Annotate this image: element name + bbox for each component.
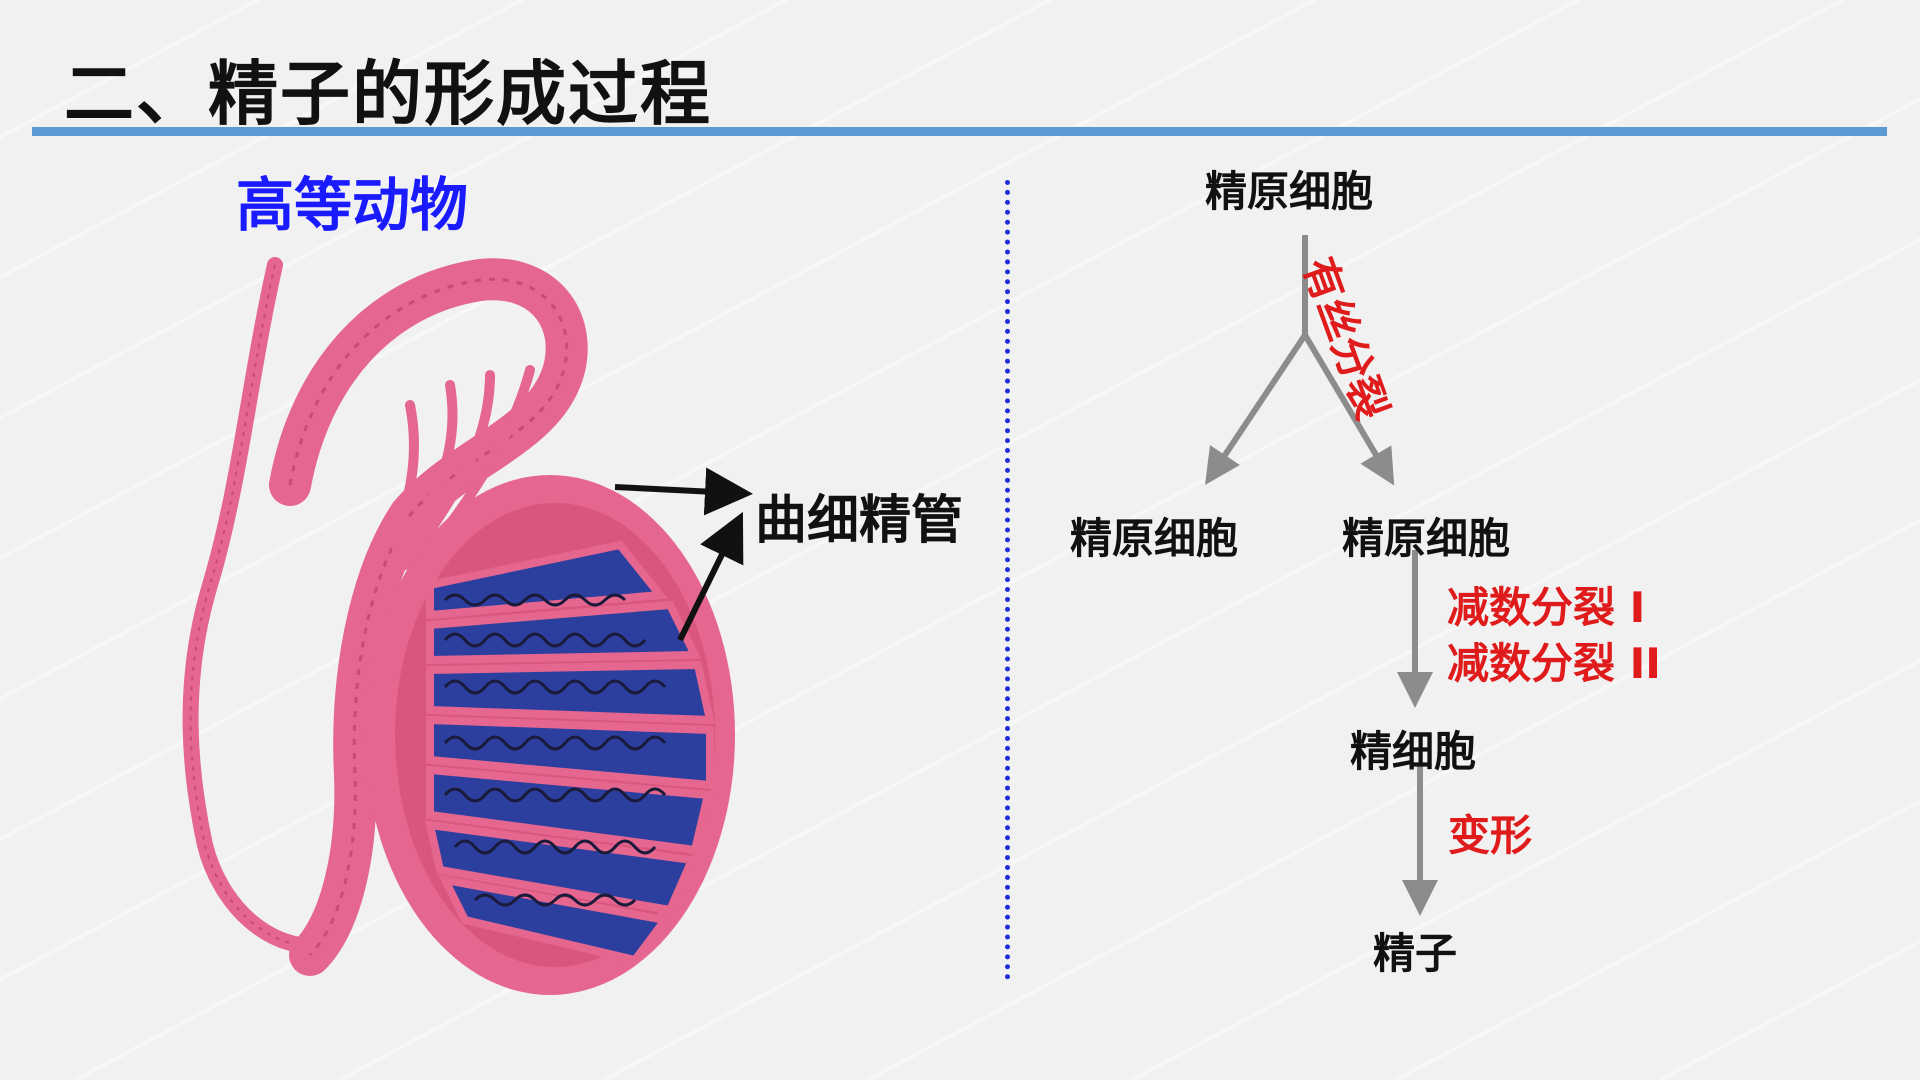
node-right-spermatogonium: 精原细胞 bbox=[1342, 514, 1511, 563]
coiled-tubules bbox=[443, 593, 667, 907]
section-subtitle: 高等动物 bbox=[236, 171, 469, 239]
node-sperm: 精子 bbox=[1373, 929, 1458, 978]
node-left-spermatogonium: 精原细胞 bbox=[1070, 514, 1239, 563]
branch-right bbox=[1302, 333, 1395, 486]
vas-deferens bbox=[182, 257, 338, 955]
title-underline bbox=[32, 127, 1887, 136]
branch-left bbox=[1205, 333, 1308, 485]
label-transform: 变形 bbox=[1448, 811, 1533, 860]
pointer-arrow-lower bbox=[677, 511, 744, 642]
seminiferous-tubule-label: 曲细精管 bbox=[755, 491, 964, 551]
pointer-arrow-upper bbox=[614, 467, 753, 516]
vertical-divider bbox=[1005, 180, 1010, 980]
slide-title: 二、精子的形成过程 bbox=[64, 53, 712, 135]
node-spermatid: 精细胞 bbox=[1350, 727, 1477, 776]
pointer-arrows bbox=[614, 467, 753, 642]
testis-illustration bbox=[182, 257, 735, 995]
label-meiosis-1: 减数分裂 I bbox=[1447, 583, 1646, 632]
node-top-spermatogonium: 精原细胞 bbox=[1205, 167, 1374, 216]
flow-connectors bbox=[1205, 235, 1438, 916]
label-meiosis-2: 减数分裂 II bbox=[1447, 639, 1661, 688]
